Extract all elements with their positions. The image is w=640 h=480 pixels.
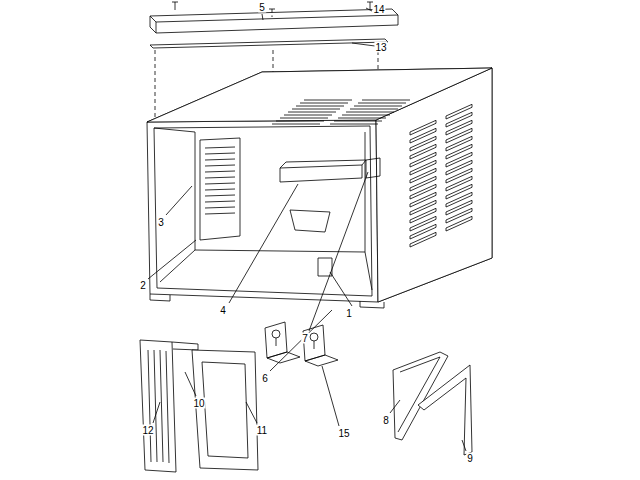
callout-number: 2	[139, 280, 147, 291]
callout-number: 7	[301, 333, 309, 344]
callout-number: 13	[374, 42, 387, 53]
callout-number: 11	[256, 425, 268, 436]
callout-number: 5	[258, 2, 266, 13]
callout-number: 12	[141, 425, 154, 436]
callout-number: 8	[382, 415, 390, 426]
callout-number: 14	[372, 4, 385, 15]
callout-number: 15	[337, 428, 350, 439]
callout-number: 6	[261, 373, 269, 384]
callout-number: 3	[157, 217, 165, 228]
callout-number: 4	[219, 305, 227, 316]
callout-number: 10	[192, 398, 205, 409]
callout-number: 9	[466, 453, 474, 464]
callout-number: 1	[345, 308, 353, 319]
